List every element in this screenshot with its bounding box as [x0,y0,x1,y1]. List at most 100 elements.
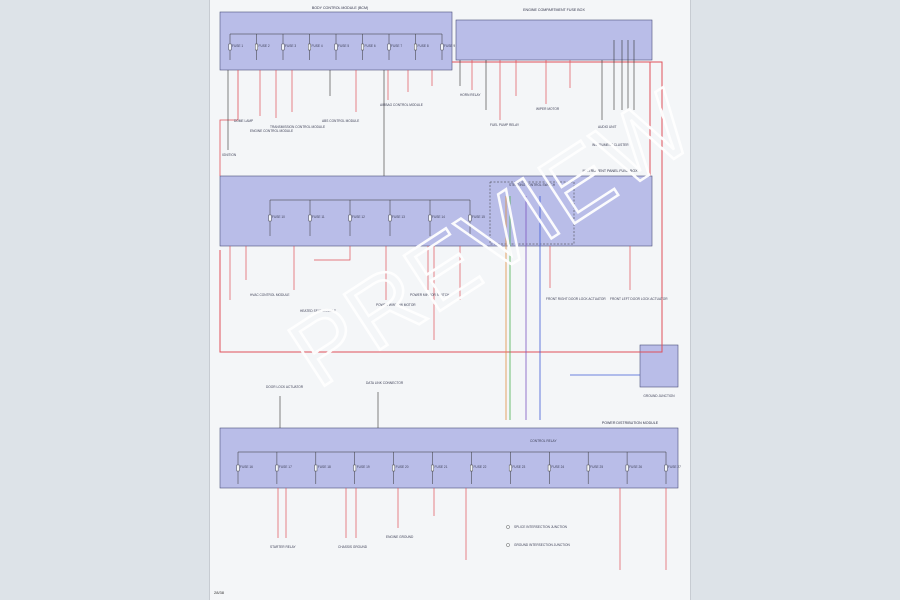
top-fuse-symbol [414,43,417,51]
bottom-fuse-label: FUSE 21 [435,465,448,469]
bottom-fuse-label: FUSE 17 [279,465,292,469]
module-middle-title: INSTRUMENT PANEL FUSE BOX [582,169,638,173]
page-number: 28/38 [214,590,225,595]
relay-bottom-label: CONTROL RELAY [530,439,557,443]
bottom-fuse-label: FUSE 27 [668,465,681,469]
label-starter: STARTER RELAY [270,545,297,549]
label-tcm: TRANSMISSION CONTROL MODULE [270,125,325,129]
top-fuse-label: FUSE 6 [365,44,376,48]
fuse-group-middle: FUSE 10 FUSE 11 FUSE 12 FUSE 13 FUSE 14 FUSE … [268,199,485,236]
label-abs: ABS CONTROL MODULE [322,119,359,123]
middle-fuse-label: FUSE 14 [432,215,445,219]
bottom-fuse-symbol [586,464,590,472]
top-fuse-symbol [334,43,338,51]
legend-splice-symbol [506,525,510,529]
module-top-left-title: BODY CONTROL MODULE (BCM) [312,6,368,10]
label-ecm: ENGINE CONTROL MODULE [250,129,293,133]
top-fuse-label: FUSE 7 [391,44,402,48]
top-fuse-label: FUSE 3 [285,44,296,48]
middle-fuse-label: FUSE 15 [472,215,485,219]
label-wiper: WIPER MOTOR [536,107,560,111]
bottom-fuse-label: FUSE 24 [551,465,564,469]
middle-fuse-symbol [388,214,392,222]
label-radio: AUDIO UNIT [598,125,616,129]
label-power-window: POWER WINDOW MOTOR [376,303,416,307]
side-box [639,344,679,388]
middle-fuse-label: FUSE 11 [312,215,325,219]
module-top-right-title: ENGINE COMPARTMENT FUSE BOX [523,8,585,12]
drop-wires-top-left [259,60,571,120]
top-fuse-symbol [281,43,285,51]
wiring-diagram: BODY CONTROL MODULE (BCM) ENGINE COMPART… [219,6,681,570]
bottom-fuse-symbol [236,464,240,472]
bottom-fuse-symbol [470,464,473,472]
middle-fuse-symbol [268,214,272,222]
label-heated-seat: HEATED SEAT MODULE [300,309,336,313]
middle-fuse-symbol [468,214,472,222]
top-fuse-label: FUSE 5 [338,44,349,48]
side-box-title: GROUND JUNCTION [643,394,675,398]
module-middle [219,175,653,247]
middle-fuse-label: FUSE 12 [352,215,365,219]
label-fuel: FUEL PUMP RELAY [490,123,520,127]
label-gnd-right: FRONT LEFT DOOR LOCK ACTUATOR [610,297,668,301]
top-fuse-label: FUSE 4 [312,44,323,48]
red-supply-loop [219,61,663,353]
label-horn: HORN RELAY [460,93,481,97]
label-legend-2: GROUND INTERSECTION JUNCTION [514,543,570,547]
bottom-fuse-symbol [392,464,396,472]
bottom-fuse-label: FUSE 25 [590,465,603,469]
bottom-output-wires [277,488,667,570]
bottom-fuse-label: FUSE 23 [512,465,525,469]
label-mirror: POWER MIRROR SWITCH [410,293,450,297]
module-bottom-title: POWER DISTRIBUTION MODULE [602,421,659,425]
label-legend-1: SPLICE INTERSECTION JUNCTION [514,525,568,529]
middle-fuse-label: FUSE 13 [392,215,405,219]
top-fuse-symbol [361,43,364,51]
top-fuse-symbol [387,43,391,51]
bottom-fuse-symbol [547,464,551,472]
bottom-fuse-label: FUSE 16 [240,465,253,469]
label-data-link: DATA LINK CONNECTOR [366,381,404,385]
bottom-fuse-symbol [275,464,279,472]
middle-fuse-label: FUSE 10 [272,215,285,219]
bottom-fuse-symbol [353,464,357,472]
top-fuse-label: FUSE 2 [259,44,270,48]
bottom-fuse-label: FUSE 20 [396,465,409,469]
black-drops-top [329,40,635,176]
module-bottom [219,427,679,489]
label-hvac: HVAC CONTROL MODULE [250,293,290,297]
top-fuse-label: FUSE 1 [232,44,243,48]
middle-fuse-symbol [308,214,312,222]
label-chassis: CHASSIS GROUND [338,545,368,549]
legend-ground-symbol [506,543,510,547]
label-dome: DOME LAMP [234,119,253,123]
module-top-right [455,19,653,61]
bottom-fuse-symbol [431,464,434,472]
label-ignition: IGNITION [222,153,237,157]
top-fuse-symbol [228,43,232,51]
middle-fuse-symbol [428,214,432,222]
top-fuse-label: FUSE 9 [444,44,455,48]
red-wire-left [219,70,239,176]
label-gnd-left: FRONT RIGHT DOOR LOCK ACTUATOR [546,297,606,301]
bottom-fuse-label: FUSE 26 [629,465,642,469]
top-fuse-symbol [308,43,311,51]
bottom-fuse-symbol [625,464,629,472]
bottom-fuse-label: FUSE 22 [473,465,486,469]
bottom-fuse-symbol [314,464,318,472]
label-cluster: INSTRUMENT CLUSTER [592,143,629,147]
top-fuse-label: FUSE 8 [418,44,429,48]
relay-box-middle [489,181,575,245]
fuse-group-top: FUSE 1 FUSE 2 FUSE 3 FUSE 4 FUSE 5 FUSE 6 FUSE… [228,33,455,60]
bottom-fuse-symbol [508,464,512,472]
bottom-fuse-label: FUSE 19 [357,465,370,469]
label-door-lock: DOOR LOCK ACTUATOR [266,385,304,389]
diagram-sheet: BODY CONTROL MODULE (BCM) ENGINE COMPART… [210,0,690,600]
relay-middle-label: STEERING CONTROL SWITCH [509,183,556,187]
label-engine-gnd: ENGINE GROUND [386,535,414,539]
top-fuse-symbol [255,43,258,51]
label-airbag: AIRBAG CONTROL MODULE [380,103,423,107]
bottom-input-wires [279,392,379,428]
